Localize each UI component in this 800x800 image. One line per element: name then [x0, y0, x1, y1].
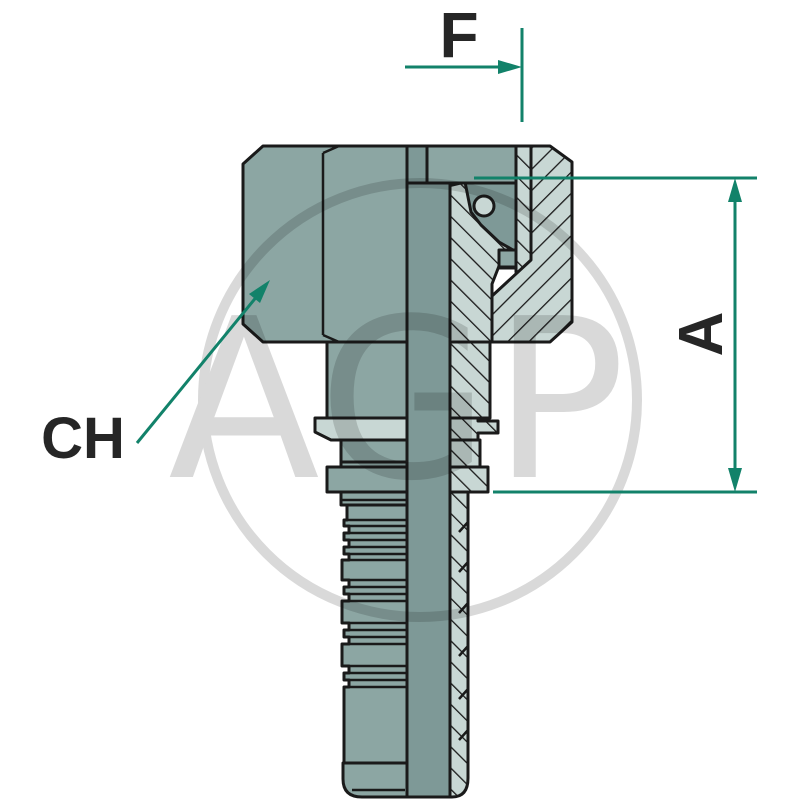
dimension-annotations	[135, 28, 757, 494]
bore-opening	[405, 144, 429, 185]
nut-section-wall	[490, 144, 574, 344]
bottom-sleeve	[341, 761, 409, 799]
watermark: AGP	[168, 178, 642, 622]
dimension-f-arrowhead	[498, 60, 522, 74]
barb-ridge-lines	[342, 518, 407, 689]
lower-collar	[325, 465, 409, 494]
neck-exterior	[325, 340, 409, 420]
hose-barb	[340, 503, 409, 765]
dimension-a-arrowhead-top	[728, 178, 742, 202]
watermark-text: AGP	[168, 272, 628, 530]
watermark-ring	[198, 178, 642, 622]
hex-nut	[241, 144, 409, 344]
label-a: A	[667, 312, 736, 357]
dimension-a-arrowhead-bottom	[728, 468, 742, 492]
cone-foot	[497, 248, 518, 269]
dimension-labels: F CH A	[41, 0, 736, 471]
ch-leader-line	[135, 294, 260, 444]
label-f: F	[439, 0, 478, 71]
label-ch: CH	[41, 406, 125, 471]
ch-arrowhead	[249, 280, 270, 303]
neck-section-wall	[448, 340, 492, 420]
bore-column	[405, 181, 452, 799]
barb-section-wall	[448, 490, 470, 799]
